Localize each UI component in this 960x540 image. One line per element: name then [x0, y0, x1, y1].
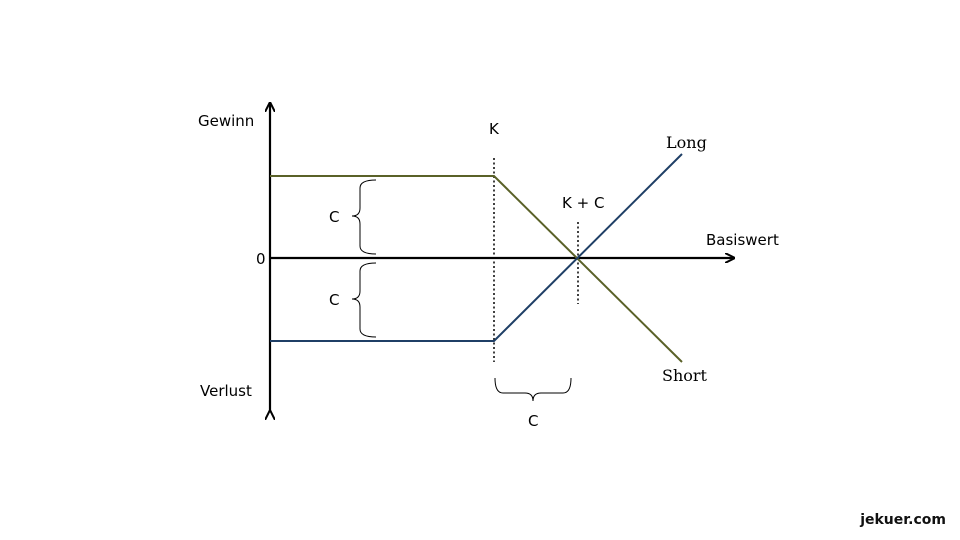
short-label: Short: [662, 366, 708, 385]
loss-label: Verlust: [200, 382, 252, 400]
long-label: Long: [666, 133, 707, 152]
premium-brace-upper: [351, 179, 377, 255]
strike-label: K: [489, 120, 500, 138]
watermark-logo: jekuer.com: [860, 512, 946, 528]
gain-label: Gewinn: [198, 112, 254, 130]
premium-brace-lower: [351, 262, 377, 338]
zero-label: 0: [256, 250, 266, 268]
premium-label-upper: C: [329, 208, 339, 226]
short-payoff-line: [270, 175, 683, 363]
premium-label-horizontal: C: [528, 412, 538, 430]
premium-label-lower: C: [329, 291, 339, 309]
long-payoff-line: [270, 153, 683, 342]
underlying-label: Basiswert: [706, 231, 779, 249]
premium-brace-horizontal: [494, 377, 572, 402]
breakeven-label: K + C: [562, 194, 604, 212]
